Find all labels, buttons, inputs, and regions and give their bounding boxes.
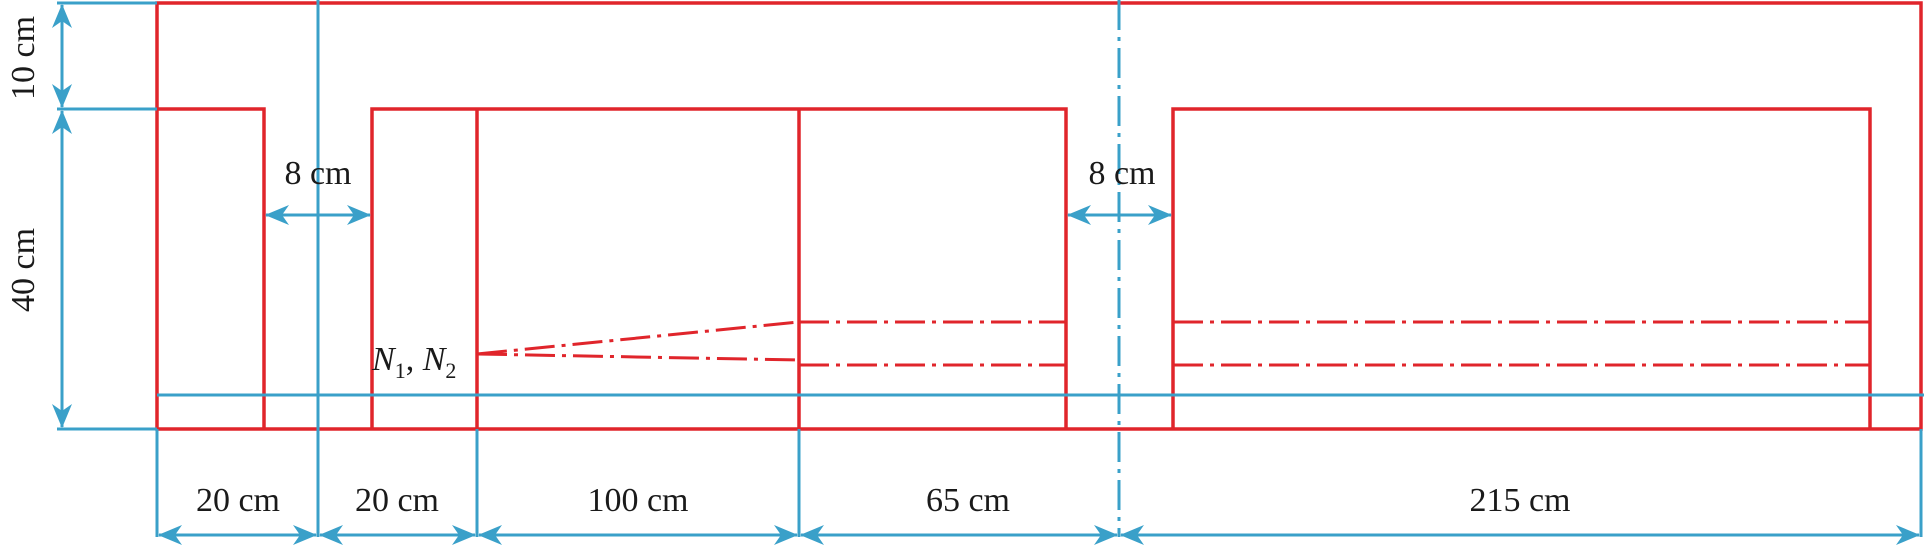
gap-label-left: 8 cm	[284, 155, 351, 192]
outer-frame	[155, 1, 1923, 431]
bottom-dim-label-4: 65 cm	[926, 482, 1010, 519]
bottom-dim-label-5: 215 cm	[1469, 482, 1570, 519]
structure-outline	[155, 1, 1923, 431]
bottom-dim-label-2: 20 cm	[355, 482, 439, 519]
node-separator: ,	[406, 341, 423, 378]
node-n2: N	[422, 341, 448, 378]
node-n1: N	[371, 341, 397, 378]
node-n1-sub: 1	[395, 358, 406, 383]
dimension-arrows	[52, 4, 1920, 545]
node-n2-sub: 2	[445, 358, 456, 383]
dim-label-10cm: 10 cm	[5, 16, 42, 100]
bottom-dim-label-1: 20 cm	[196, 482, 280, 519]
dash-dot-lines	[476, 320, 1870, 367]
left-post	[157, 107, 266, 429]
dim-label-40cm: 40 cm	[5, 228, 42, 312]
bottom-dim-label-3: 100 cm	[587, 482, 688, 519]
path-n2-slope	[476, 352, 800, 362]
gap-label-right: 8 cm	[1088, 155, 1155, 192]
path-n1-slope	[476, 320, 800, 356]
node-label: N1, N2	[371, 341, 456, 383]
left-block-outline	[370, 107, 1068, 429]
dimension-lines	[57, 0, 1924, 537]
right-block-outline	[1171, 107, 1872, 429]
